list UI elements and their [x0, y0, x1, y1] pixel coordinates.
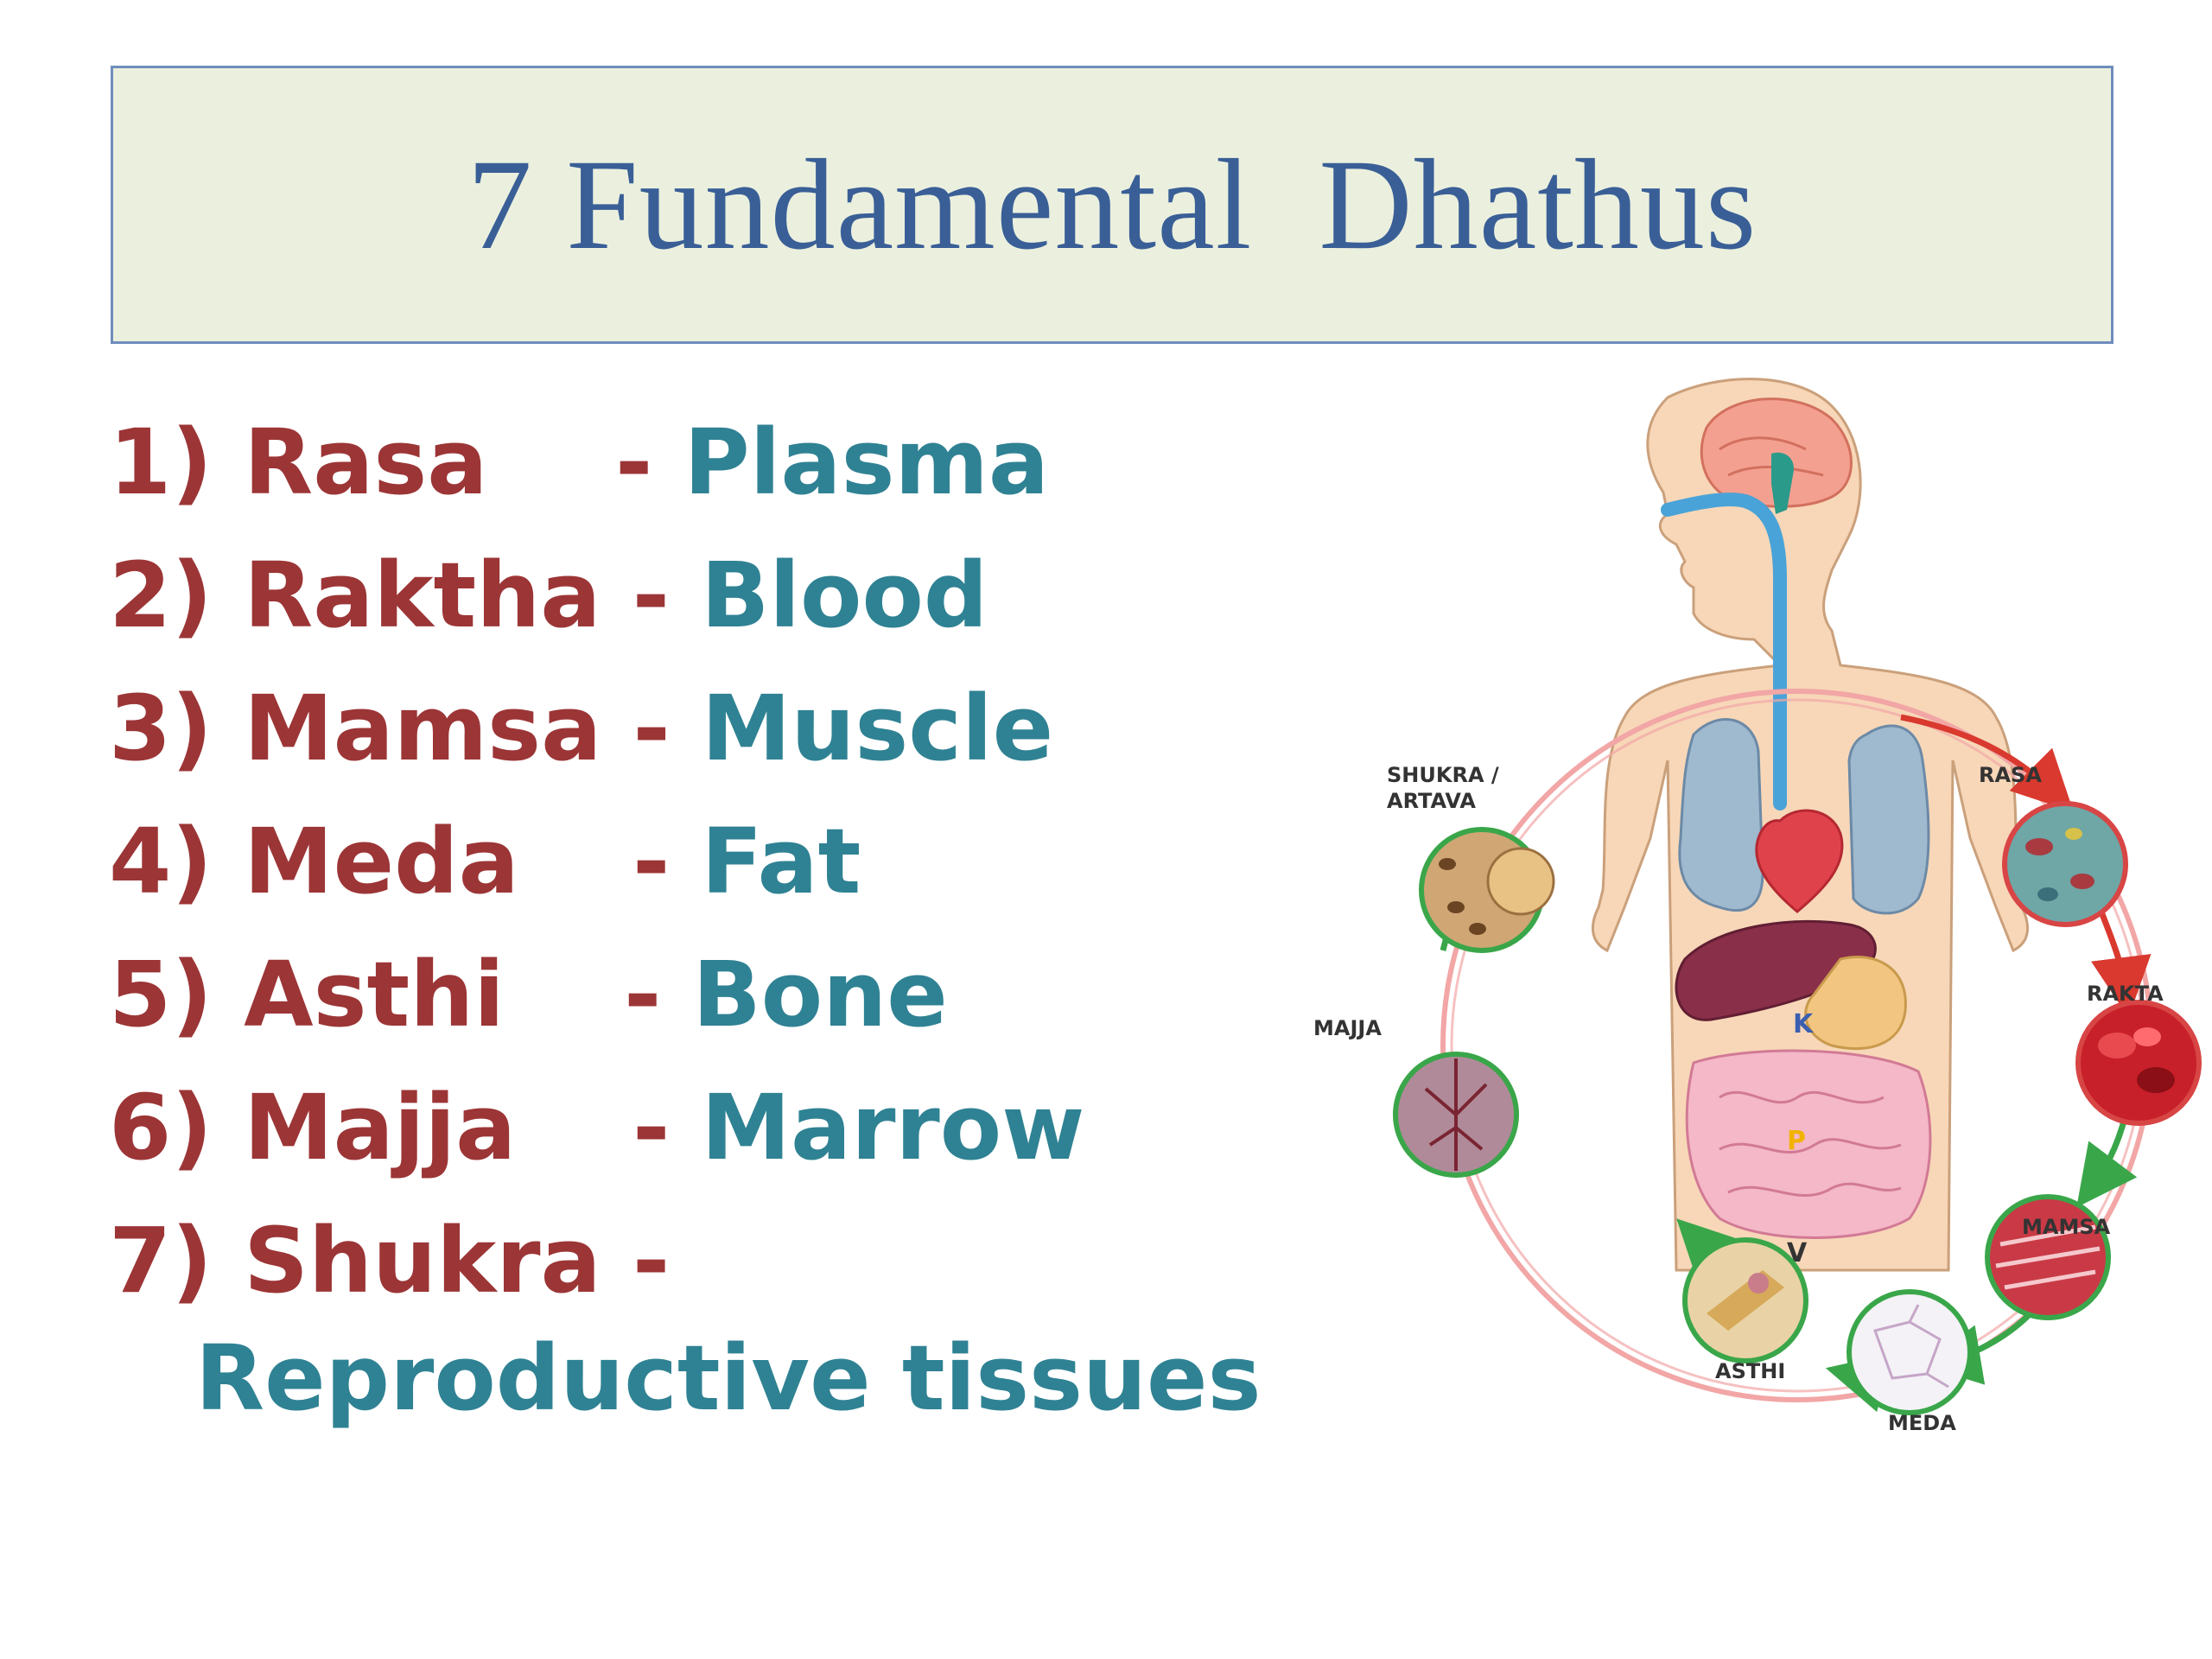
list-item: 4) Meda - Fat — [109, 801, 861, 922]
item-english-name: Bone — [692, 942, 948, 1047]
item-english-name: Marrow — [701, 1075, 1085, 1180]
item-dash: - — [615, 410, 653, 515]
list-item: 5) Asthi - Bone — [109, 934, 948, 1055]
title-box: 7 Fundamental Dhathus — [111, 66, 2113, 344]
item-dash: - — [632, 1208, 671, 1313]
list-item: 6) Majja - Marrow — [109, 1067, 1084, 1188]
item-sanskrit-name: Asthi — [244, 942, 505, 1047]
left-lung — [1678, 718, 1764, 912]
label-rasa: RASA — [1979, 763, 2042, 787]
pancreas-letter: P — [1787, 1126, 1806, 1156]
item-number: 6) — [109, 1075, 213, 1180]
item-dash: - — [624, 942, 662, 1047]
item-number: 7) — [109, 1208, 213, 1313]
rasa-tissue — [2002, 801, 2128, 927]
item-english-name: Blood — [701, 543, 988, 648]
meda-tissue — [1847, 1289, 1973, 1415]
dhathu-cycle-illustration: K P V — [1313, 378, 2202, 1435]
arrow-to-rakta — [2091, 906, 2152, 1018]
mamsa-tissue — [1985, 1194, 2111, 1320]
arrow-to-mamsa — [2076, 1114, 2138, 1208]
list-item: 2) Raktha - Blood — [109, 535, 988, 656]
airway — [1661, 493, 1787, 810]
item-dash: - — [632, 676, 671, 781]
item-number: 2) — [109, 543, 213, 648]
item-number: 1) — [109, 410, 213, 515]
item-english-name: Fat — [701, 809, 861, 914]
item-sanskrit-name: Shukra — [244, 1208, 601, 1313]
arrow-to-rasa — [1900, 714, 2074, 812]
item-sanskrit-name: Majja — [244, 1075, 517, 1180]
label-shukra-line2: ARTAVA — [1387, 789, 1476, 813]
item-sanskrit-name: Raktha — [244, 543, 601, 648]
label-mamsa: MAMSA — [2022, 1215, 2111, 1239]
list-item: 1) Rasa - Plasma — [109, 402, 1049, 523]
label-majja: MAJJA — [1313, 1016, 1382, 1040]
asthi-tissue — [1682, 1237, 1808, 1363]
page-title: 7 Fundamental Dhathus — [467, 133, 1758, 276]
item-number: 4) — [109, 809, 213, 914]
list-item: 7) Shukra - — [109, 1200, 670, 1321]
item-sanskrit-name: Mamsa — [244, 676, 602, 781]
item-number: 5) — [109, 942, 213, 1047]
right-lung — [1847, 724, 1930, 915]
shukra-tissue — [1419, 827, 1555, 953]
label-rakta: RAKTA — [2087, 982, 2164, 1006]
intestines — [1685, 1049, 1932, 1239]
item-english-name: Plasma — [683, 410, 1050, 515]
item-dash: - — [632, 809, 671, 914]
item-number: 3) — [109, 676, 213, 781]
majja-tissue — [1393, 1052, 1519, 1178]
item-english-name: Muscle — [701, 676, 1054, 781]
item-sanskrit-name: Meda — [244, 809, 519, 914]
label-meda: MEDA — [1888, 1411, 1956, 1435]
label-shukra-line1: SHUKRA / — [1387, 763, 1499, 787]
item-sanskrit-name: Rasa — [244, 410, 488, 515]
list-item: 3) Mamsa - Muscle — [109, 668, 1053, 789]
stomach — [1804, 956, 1907, 1051]
item-english-name: Reproductive tissues — [195, 1325, 1262, 1431]
item-dash: - — [632, 1075, 671, 1180]
heart — [1755, 809, 1844, 913]
kidney-letter: K — [1793, 1009, 1815, 1039]
label-asthi: ASTHI — [1715, 1359, 1785, 1383]
rakta-tissue — [2075, 1000, 2202, 1126]
item-dash: - — [632, 543, 670, 648]
